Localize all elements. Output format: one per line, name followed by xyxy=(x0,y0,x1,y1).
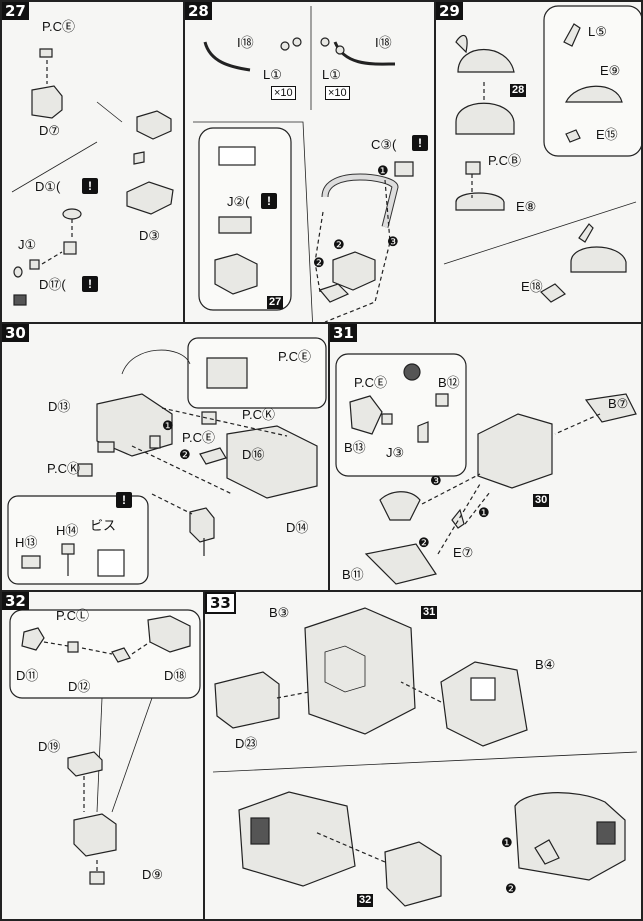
label-e9: E⑨ xyxy=(600,63,621,78)
label-j2: J②( xyxy=(227,194,250,209)
step-28-number: 28 xyxy=(185,2,212,20)
order-marker: ❶ xyxy=(478,505,490,520)
order-marker: ❷ xyxy=(333,237,345,252)
label-d18: D⑱ xyxy=(164,668,187,683)
step-reference-31: 31 xyxy=(421,606,438,619)
quantity-badge: ×10 xyxy=(325,86,350,100)
warning-icon: ! xyxy=(82,276,98,292)
step-27-art xyxy=(11,48,174,306)
order-marker: ❷ xyxy=(505,881,517,896)
label-pc-l: P.CⓁ xyxy=(56,608,89,623)
label-d14: D⑭ xyxy=(286,520,309,535)
step-27-panel: 27 P.CⒺ D⑦ D①( ! D③ J① D⑰( ! xyxy=(0,0,185,324)
step-31-number: 31 xyxy=(330,324,357,342)
warning-icon: ! xyxy=(412,135,428,151)
label-j1: J① xyxy=(18,237,37,252)
label-i18: I⑱ xyxy=(375,35,392,50)
label-b4: B④ xyxy=(535,657,556,672)
label-e18: E⑱ xyxy=(521,279,543,294)
order-marker: ❷ xyxy=(179,447,191,462)
label-d16: D⑯ xyxy=(242,447,265,462)
label-d13: D⑬ xyxy=(48,399,71,414)
label-d17: D⑰( xyxy=(39,277,66,292)
label-c3: C③( xyxy=(371,137,397,152)
order-marker: ❷ xyxy=(418,535,430,550)
label-i18: I⑱ xyxy=(237,35,254,50)
order-marker: ❸ xyxy=(387,234,399,249)
label-h14: H⑭ xyxy=(56,523,79,538)
label-b7: B⑦ xyxy=(608,396,629,411)
order-marker: ❸ xyxy=(430,473,442,488)
warning-icon: ! xyxy=(261,193,277,209)
label-pc-e: P.CⒺ xyxy=(278,349,311,364)
step-27-number: 27 xyxy=(2,2,29,20)
step-31-panel: 31 P.CⒺ B⑫ B⑬ J③ B⑦ 30 E⑦ B⑪ ❸ ❷ ❶ xyxy=(328,322,643,592)
label-e8: E⑧ xyxy=(516,199,537,214)
step-29-panel: 29 L⑤ E⑨ E⑮ 28 P.CⒷ E⑧ E⑱ xyxy=(434,0,643,324)
step-32-panel: 32 P.CⓁ D⑪ D⑫ D⑱ D⑲ D⑨ xyxy=(0,590,205,921)
label-d7: D⑦ xyxy=(39,123,61,138)
order-marker: ❶ xyxy=(377,163,389,178)
label-pc-k: P.CⓀ xyxy=(242,407,275,422)
label-pc-k: P.CⓀ xyxy=(47,461,80,476)
step-32-number: 32 xyxy=(2,592,29,610)
label-b13: B⑬ xyxy=(344,440,366,455)
label-d23: D㉓ xyxy=(235,736,258,751)
label-d9: D⑨ xyxy=(142,867,164,882)
step-30-number: 30 xyxy=(2,324,29,342)
step-30-art xyxy=(7,337,327,585)
step-31-art xyxy=(335,353,637,585)
step-reference-30: 30 xyxy=(533,494,550,507)
label-h13: H⑬ xyxy=(15,535,38,550)
quantity-badge: ×10 xyxy=(271,86,296,100)
label-b12: B⑫ xyxy=(438,375,460,390)
label-b11: B⑪ xyxy=(342,567,364,582)
label-l5: L⑤ xyxy=(588,24,607,39)
step-reference-28: 28 xyxy=(510,84,527,97)
order-marker: ❶ xyxy=(162,418,174,433)
step-29-art xyxy=(443,5,641,303)
label-screw: ビス xyxy=(90,518,117,533)
label-l1: L① xyxy=(263,67,282,82)
step-28-art xyxy=(193,6,414,322)
label-pc-b: P.CⒷ xyxy=(488,153,521,168)
label-b3: B③ xyxy=(269,605,290,620)
step-29-number: 29 xyxy=(436,2,463,20)
label-d3: D③ xyxy=(139,228,161,243)
step-reference-27: 27 xyxy=(267,296,284,309)
step-33-number: 33 xyxy=(205,592,236,614)
label-pc-e: P.CⒺ xyxy=(42,19,75,34)
label-d12: D⑫ xyxy=(68,679,91,694)
label-d19: D⑲ xyxy=(38,739,61,754)
step-28-panel: 28 I⑱ L① ×10 I⑱ L① ×10 C③( ! J②( ! 27 ❶ … xyxy=(183,0,436,324)
label-d11: D⑪ xyxy=(16,668,39,683)
order-marker: ❷ xyxy=(313,255,325,270)
step-32-art xyxy=(9,609,201,885)
label-e7: E⑦ xyxy=(453,545,474,560)
label-l1: L① xyxy=(322,67,341,82)
step-reference-32: 32 xyxy=(357,894,374,907)
step-33-panel: 33 B③ 31 B④ D㉓ 32 ❶ ❷ xyxy=(203,590,643,921)
warning-icon: ! xyxy=(116,492,132,508)
label-j3: J③ xyxy=(386,445,405,460)
label-e15: E⑮ xyxy=(596,127,618,142)
order-marker: ❶ xyxy=(501,835,513,850)
step-33-art xyxy=(212,607,638,907)
label-pc-e: P.CⒺ xyxy=(182,430,215,445)
label-pc-e: P.CⒺ xyxy=(354,375,387,390)
label-d1: D①( xyxy=(35,179,61,194)
step-30-panel: 30 P.CⒺ D⑬ P.CⓀ P.CⒺ D⑯ P.CⓀ D⑭ ! H⑬ H⑭ … xyxy=(0,322,330,592)
warning-icon: ! xyxy=(82,178,98,194)
